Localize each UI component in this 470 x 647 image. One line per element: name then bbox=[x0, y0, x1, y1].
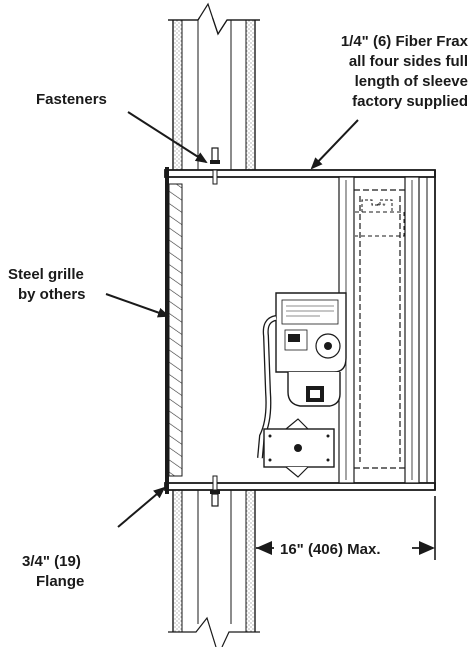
wall-upper bbox=[168, 0, 260, 170]
fiber-frax-line-2: all four sides full bbox=[349, 53, 468, 70]
flange-line-1: 3/4" (19) bbox=[22, 553, 81, 570]
damper-frame: * * bbox=[338, 176, 420, 484]
label-grille: Steel grille by others bbox=[8, 266, 86, 303]
arrow-fasteners bbox=[127, 111, 208, 164]
label-fasteners: Fasteners bbox=[36, 91, 107, 108]
grille-line-2: by others bbox=[18, 286, 86, 303]
fastener-top bbox=[210, 147, 220, 185]
label-dimension: 16" (406) Max. bbox=[280, 541, 381, 558]
arrow-grille bbox=[105, 293, 170, 318]
dimension-line bbox=[256, 496, 436, 560]
grille-line-1: Steel grille bbox=[8, 266, 84, 283]
fiber-frax-line-4: factory supplied bbox=[352, 93, 468, 110]
arrow-fiber-frax bbox=[310, 119, 359, 170]
fiber-frax-line-1: 1/4" (6) Fiber Frax bbox=[341, 33, 469, 50]
wall-lower bbox=[168, 490, 260, 647]
arrow-flange bbox=[117, 486, 166, 528]
label-flange: 3/4" (19) Flange bbox=[22, 553, 84, 590]
flange-line-2: Flange bbox=[36, 573, 84, 590]
fusible-link-mark: * * bbox=[377, 202, 385, 211]
fiber-frax-line-3: length of sleeve bbox=[355, 73, 468, 90]
flange bbox=[165, 167, 169, 494]
actuator bbox=[257, 292, 347, 459]
fastener-bottom bbox=[210, 475, 220, 507]
steel-grille bbox=[168, 183, 183, 477]
label-fiber-frax: 1/4" (6) Fiber Frax all four sides full … bbox=[341, 33, 469, 110]
junction-box bbox=[263, 418, 335, 478]
